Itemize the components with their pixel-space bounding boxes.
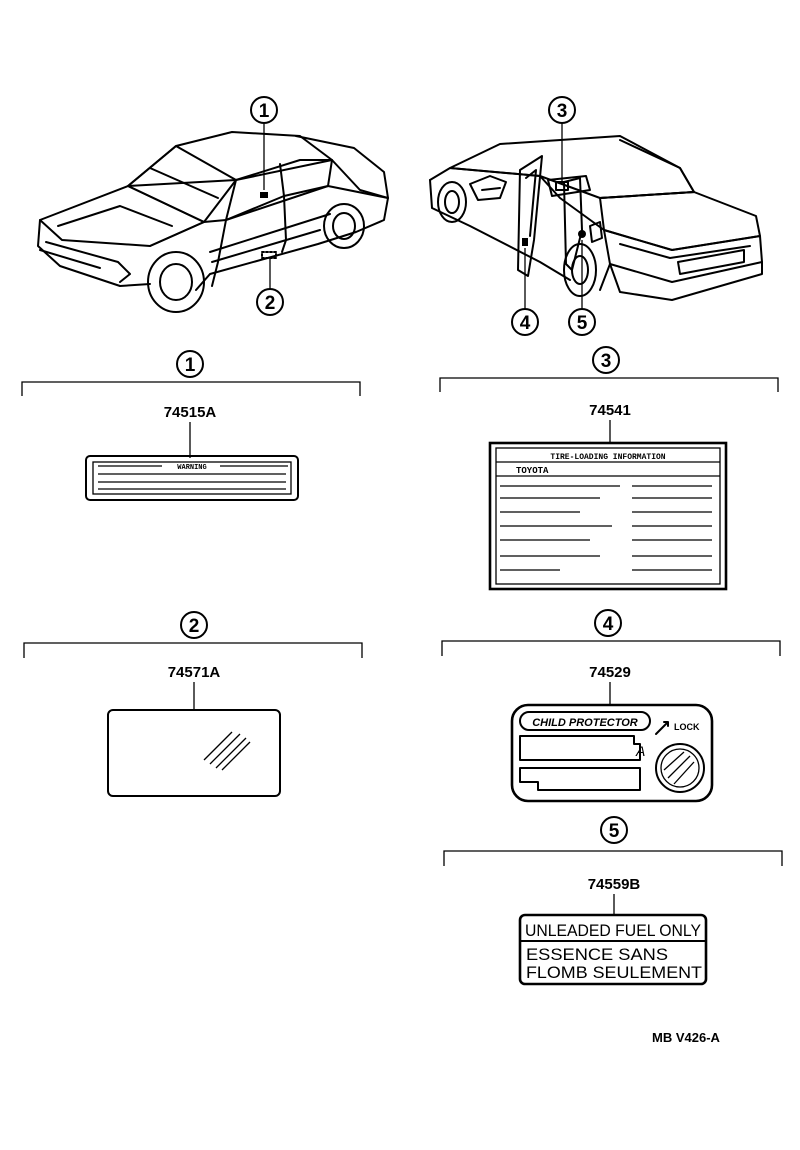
- section-number: 5: [609, 821, 620, 842]
- section-number: 2: [189, 616, 200, 637]
- label-brand: TOYOTA: [516, 466, 549, 476]
- mark-letter: A: [635, 743, 645, 759]
- fuel-line-3: FLOMB SEULEMENT: [526, 963, 702, 982]
- callout-number: 5: [577, 313, 588, 334]
- callout-number: 3: [557, 101, 568, 122]
- section-4: 4 74529 CHILD PROTECTOR LOCK A: [441, 609, 781, 803]
- car-front-view: [37, 131, 389, 313]
- section-3: 3 74541 TIRE-LOADING INFORMATION TOYOTA: [439, 346, 779, 591]
- part-number: 74559B: [588, 876, 641, 893]
- part-number: 74515A: [164, 404, 217, 421]
- part-number: 74571A: [168, 664, 221, 681]
- car-callout-2: 2: [256, 258, 284, 316]
- section-2: 2 74571A: [23, 611, 363, 797]
- fuel-line-2: ESSENCE SANS: [526, 945, 668, 964]
- section-number: 4: [603, 614, 614, 635]
- label-title: TIRE-LOADING INFORMATION: [550, 453, 665, 462]
- callout-number: 4: [520, 313, 531, 334]
- protective-film: [107, 709, 281, 797]
- car-callout-5: 5: [568, 240, 596, 336]
- car-callout-1: 1: [250, 96, 278, 190]
- car-rear-view: [429, 135, 763, 301]
- label-title: WARNING: [177, 464, 206, 472]
- warning-label: WARNING: [85, 455, 299, 501]
- fuel-line-1: UNLEADED FUEL ONLY: [525, 921, 701, 940]
- part-number: 74541: [589, 402, 631, 419]
- callout-number: 2: [265, 293, 276, 314]
- section-1: 1 74515A WARNING: [21, 350, 361, 501]
- part-number: 74529: [589, 664, 631, 681]
- diagram-code: MB V426-A: [652, 1030, 721, 1045]
- child-protector-label: CHILD PROTECTOR LOCK A: [510, 703, 714, 803]
- section-number: 3: [601, 351, 612, 372]
- callout-number: 1: [259, 101, 270, 122]
- car-callout-4: 4: [511, 248, 539, 336]
- label-title: CHILD PROTECTOR: [532, 717, 638, 729]
- car-callout-3: 3: [548, 96, 576, 184]
- fuel-label: UNLEADED FUEL ONLY ESSENCE SANS FLOMB SE…: [518, 913, 708, 986]
- lock-text: LOCK: [674, 722, 700, 732]
- section-5: 5 74559B UNLEADED FUEL ONLY ESSENCE SANS…: [443, 816, 783, 986]
- section-number: 1: [185, 355, 196, 376]
- tire-loading-label: TIRE-LOADING INFORMATION TOYOTA: [488, 441, 728, 591]
